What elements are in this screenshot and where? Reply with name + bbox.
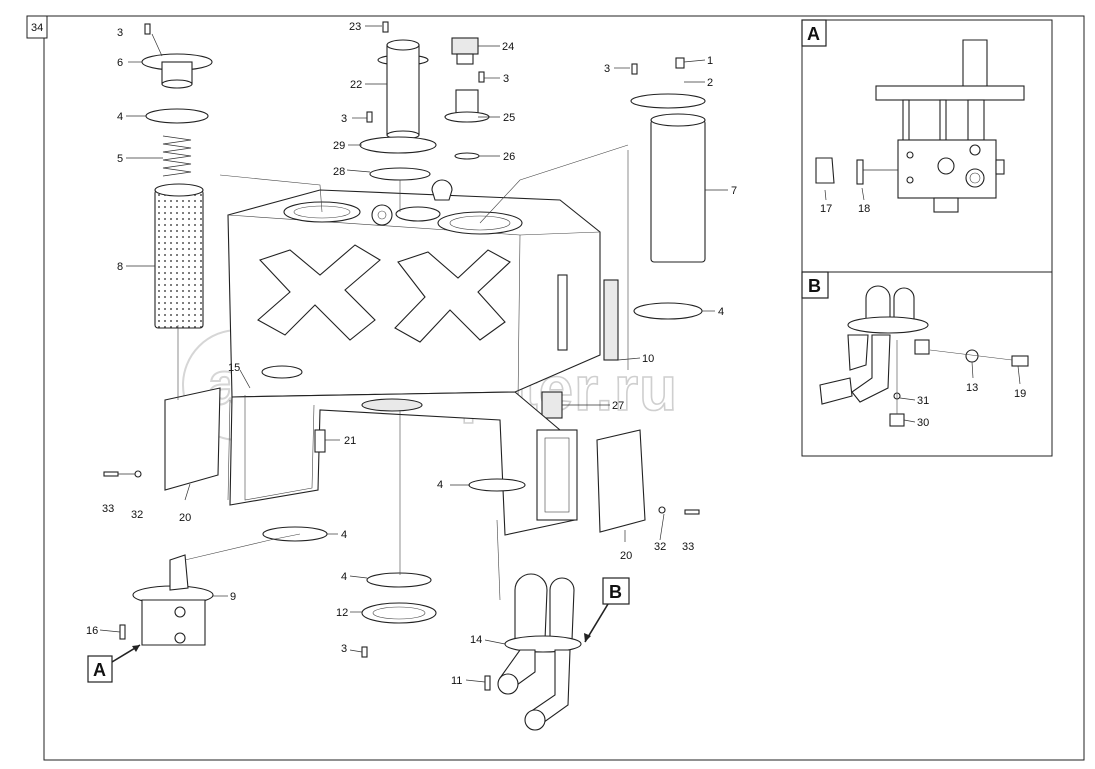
callout: 3 bbox=[341, 643, 347, 655]
callout: 28 bbox=[333, 166, 345, 178]
callout: 27 bbox=[612, 400, 624, 412]
callout: 10 bbox=[642, 353, 654, 365]
bolt-33-right bbox=[684, 509, 700, 515]
bolt-21 bbox=[314, 429, 326, 453]
callout: 11 bbox=[451, 675, 462, 687]
bolt-3-adapter bbox=[478, 71, 485, 83]
valve-13 bbox=[965, 349, 979, 363]
callout: 14 bbox=[470, 634, 482, 646]
callout: 20 bbox=[179, 512, 191, 524]
seal-18 bbox=[856, 159, 864, 185]
callout: 21 bbox=[344, 435, 356, 447]
callout: 24 bbox=[502, 41, 514, 53]
spring-5 bbox=[162, 135, 192, 177]
o-ring-4-bottom bbox=[366, 572, 432, 588]
plug-17 bbox=[815, 157, 835, 184]
bolt-16 bbox=[119, 624, 126, 640]
callout: 12 bbox=[336, 607, 348, 619]
callout: 18 bbox=[858, 203, 870, 215]
suction-block-9 bbox=[132, 554, 214, 646]
callout: 16 bbox=[86, 625, 98, 637]
callout: 22 bbox=[350, 79, 362, 91]
callout: 9 bbox=[230, 591, 236, 603]
callout: 33 bbox=[102, 503, 114, 515]
callout: 4 bbox=[341, 529, 347, 541]
view-marker-a-label: A bbox=[93, 660, 106, 680]
callout: 26 bbox=[503, 151, 515, 163]
callout: 15 bbox=[228, 362, 240, 374]
bolt-3-left bbox=[144, 23, 151, 35]
callout: 3 bbox=[117, 27, 123, 39]
callout: 4 bbox=[718, 306, 724, 318]
o-ring-4-right bbox=[633, 302, 703, 320]
callout: 31 bbox=[917, 395, 929, 407]
callout: 4 bbox=[117, 111, 123, 123]
bolt-33-left bbox=[103, 471, 119, 477]
view-marker-b-label: B bbox=[609, 582, 622, 602]
callout: 29 bbox=[333, 140, 345, 152]
o-ring-4-top bbox=[145, 108, 209, 124]
gasket-12 bbox=[361, 602, 437, 624]
callout: 4 bbox=[341, 571, 347, 583]
callout: 1 bbox=[707, 55, 713, 67]
bolt-3-center bbox=[366, 111, 373, 123]
washer-32-right bbox=[658, 506, 666, 514]
filter-element-8 bbox=[154, 183, 204, 329]
suction-pipe-14 bbox=[497, 573, 582, 731]
bolt-3-right bbox=[631, 63, 638, 75]
o-ring-28 bbox=[369, 167, 431, 181]
callout: 23 bbox=[349, 21, 361, 33]
seal-26 bbox=[454, 152, 480, 160]
return-filter-7 bbox=[630, 93, 706, 263]
callout: 25 bbox=[503, 112, 515, 124]
flange-29 bbox=[359, 136, 437, 154]
page-number-box bbox=[26, 15, 48, 39]
callout: 30 bbox=[917, 417, 929, 429]
bolt-23 bbox=[382, 21, 389, 33]
leader-lines bbox=[99, 25, 728, 683]
callout: 20 bbox=[620, 550, 632, 562]
callout: 6 bbox=[117, 57, 123, 69]
callout: 19 bbox=[1014, 388, 1026, 400]
callout: 32 bbox=[654, 541, 666, 553]
bolt-1 bbox=[675, 57, 685, 69]
cover-plate-20-right bbox=[596, 429, 646, 533]
callout: 4 bbox=[437, 479, 443, 491]
fitting-19 bbox=[1011, 355, 1029, 367]
callout: 32 bbox=[131, 509, 143, 521]
adapter-25 bbox=[444, 89, 490, 123]
o-ring-4-lower-left bbox=[262, 526, 328, 542]
callout: 17 bbox=[820, 203, 832, 215]
callout: 33 bbox=[682, 541, 694, 553]
plug-30 bbox=[889, 413, 905, 427]
callout-labels: 3 6 4 5 8 23 22 3 29 28 24 3 25 26 3 1 2… bbox=[86, 21, 1026, 687]
bolt-11 bbox=[484, 675, 491, 691]
page-number: 34 bbox=[31, 22, 43, 34]
filter-cover-6 bbox=[141, 53, 213, 89]
callout: 3 bbox=[503, 73, 509, 85]
breather-pipe-22 bbox=[377, 39, 429, 140]
inset-b-label: B bbox=[808, 276, 821, 296]
o-ring-4-lower-right bbox=[468, 478, 526, 492]
inset-a-label: A bbox=[807, 24, 820, 44]
callout: 5 bbox=[117, 153, 123, 165]
view-marker-a: A bbox=[87, 644, 141, 683]
sheet-border bbox=[43, 15, 1085, 761]
inset-a: A bbox=[801, 19, 1053, 273]
callout: 2 bbox=[707, 77, 713, 89]
inset-b: B bbox=[801, 271, 1053, 457]
callout: 3 bbox=[341, 113, 347, 125]
callout: 7 bbox=[731, 185, 737, 197]
hydraulic-tank bbox=[227, 179, 619, 536]
washer-32-left bbox=[134, 470, 142, 478]
filler-cap-24 bbox=[451, 37, 479, 65]
bolt-3-bottom bbox=[361, 646, 368, 658]
cover-plate-20-left bbox=[164, 387, 221, 491]
callout: 3 bbox=[604, 63, 610, 75]
view-marker-b: B bbox=[584, 577, 630, 643]
callout: 8 bbox=[117, 261, 123, 273]
callout: 13 bbox=[966, 382, 978, 394]
